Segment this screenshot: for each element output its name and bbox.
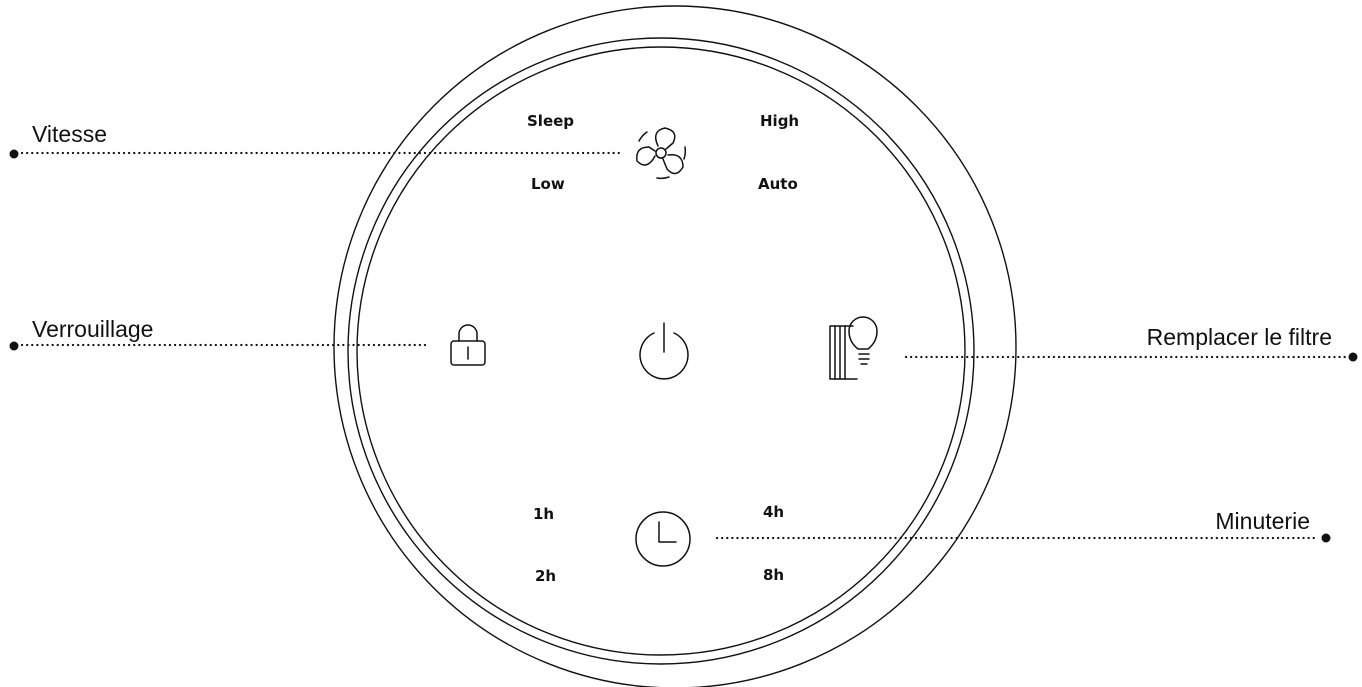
lock-callout-label: Verrouillage (32, 316, 153, 342)
outer-ring (333, 5, 1017, 687)
timer-option-4h[interactable]: 4h (763, 503, 784, 521)
timer-leader-dot (1321, 533, 1331, 543)
filter-leader-dot (1348, 352, 1358, 362)
speed-option-low[interactable]: Low (531, 175, 565, 193)
speed-option-sleep[interactable]: Sleep (527, 112, 574, 130)
speed-option-auto[interactable]: Auto (758, 175, 798, 193)
fan-icon[interactable] (636, 127, 687, 180)
timer-option-8h[interactable]: 8h (763, 566, 784, 584)
middle-ring (347, 37, 975, 665)
power-icon[interactable] (639, 322, 689, 380)
timer-option-2h[interactable]: 2h (535, 567, 556, 585)
timer-option-1h[interactable]: 1h (533, 505, 554, 523)
speed-option-high[interactable]: High (760, 112, 799, 130)
lock-icon[interactable] (450, 324, 486, 366)
leader-lines (9, 149, 1358, 543)
clock-icon[interactable] (635, 511, 691, 567)
timer-callout-label: Minuterie (1215, 508, 1310, 534)
speed-leader-dot (9, 149, 19, 159)
lock-leader-dot (9, 341, 19, 351)
control-panel-rings (333, 5, 1017, 687)
filter-lightbulb-icon[interactable] (829, 316, 878, 380)
inner-ring (356, 46, 966, 656)
filter-callout-label: Remplacer le filtre (1147, 324, 1332, 350)
speed-callout-label: Vitesse (32, 121, 107, 147)
